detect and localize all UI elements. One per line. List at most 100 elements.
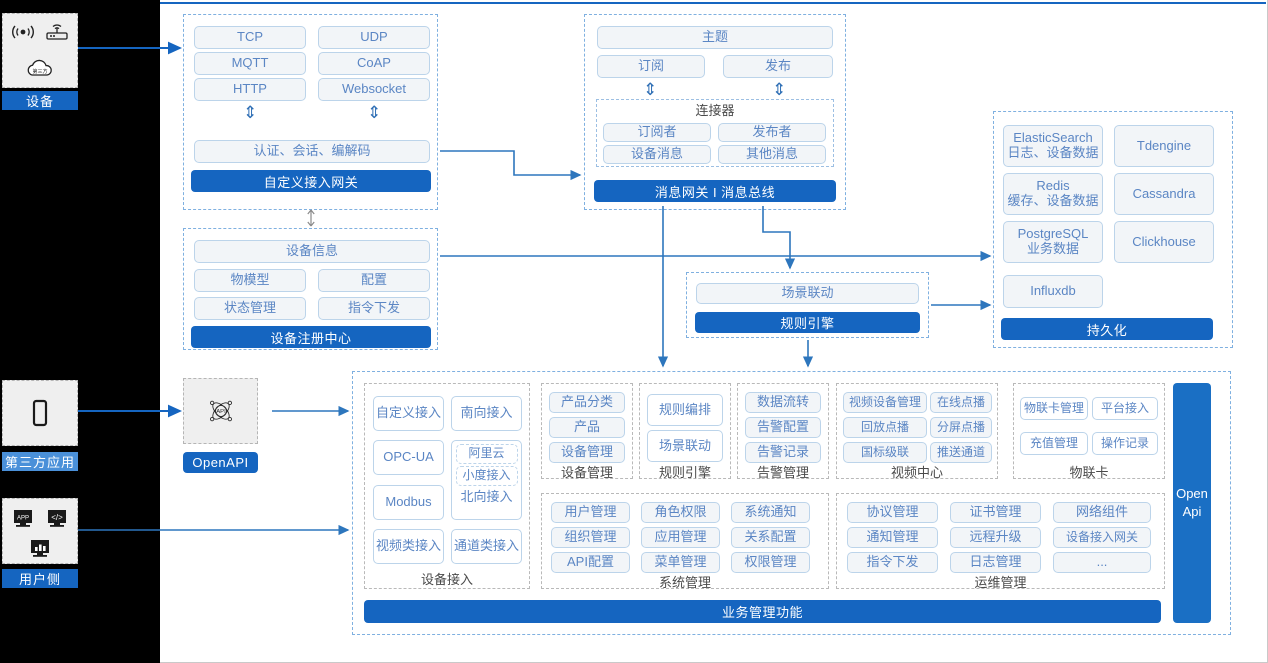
ic-platform-access[interactable]: 平台接入 [1092, 397, 1158, 420]
iot-card-caption: 物联卡 [1069, 464, 1109, 480]
dm-device-manage[interactable]: 设备管理 [549, 442, 625, 463]
ops-manage-group [836, 493, 1165, 589]
message-publish[interactable]: 发布 [723, 55, 833, 78]
dm-product[interactable]: 产品 [549, 417, 625, 438]
alarm-caption: 告警管理 [756, 464, 809, 480]
protocol-coap[interactable]: CoAP [318, 52, 430, 75]
biz-rule-engine-group [639, 383, 731, 479]
sm-api-config[interactable]: API配置 [551, 552, 630, 573]
protocol-tcp[interactable]: TCP [194, 26, 306, 49]
openapi-label: OpenAPI [183, 452, 258, 473]
connector-subscriber[interactable]: 订阅者 [603, 123, 711, 142]
om-remote-upgrade[interactable]: 远程升级 [950, 527, 1041, 548]
da-custom-access[interactable]: 自定义接入 [373, 396, 444, 431]
video-center-group [836, 383, 998, 479]
da-video-access[interactable]: 视频类接入 [373, 529, 444, 564]
al-data-flow[interactable]: 数据流转 [745, 392, 821, 413]
store-elasticsearch[interactable]: ElasticSearch 日志、设备数据 [1003, 125, 1103, 167]
da-xiaodu[interactable]: 小度接入 [455, 466, 518, 486]
sm-user-manage[interactable]: 用户管理 [551, 502, 630, 523]
protocol-websocket[interactable]: Websocket [318, 78, 430, 101]
connector-group [596, 99, 834, 167]
al-alarm-config[interactable]: 告警配置 [745, 417, 821, 438]
iot-card-group [1013, 383, 1165, 479]
connector-publisher[interactable]: 发布者 [718, 123, 826, 142]
sm-app-manage[interactable]: 应用管理 [641, 527, 720, 548]
om-protocol-manage[interactable]: 协议管理 [847, 502, 938, 523]
rail-device-icons: 第三方 [2, 13, 78, 88]
da-northbound-box: 阿里云 小度接入 北向接入 [451, 440, 522, 520]
top-accent-line [160, 2, 1266, 4]
store-redis[interactable]: Redis 缓存、设备数据 [1003, 173, 1103, 215]
registry-title: 设备注册中心 [191, 326, 431, 348]
sm-relation-config[interactable]: 关系配置 [731, 527, 810, 548]
vc-gb-cascade[interactable]: 国标级联 [843, 442, 927, 463]
gateway-updown-arrow-right: ⇕ [367, 103, 382, 122]
registry-state-manage[interactable]: 状态管理 [194, 297, 306, 320]
system-manage-caption: 系统管理 [658, 574, 711, 590]
vc-online-vod[interactable]: 在线点播 [930, 392, 992, 413]
re-rule-orchestration[interactable]: 规则编排 [647, 394, 723, 426]
da-modbus[interactable]: Modbus [373, 485, 444, 520]
api-atom-icon: API [204, 396, 238, 426]
code-monitor-icon: </> [40, 503, 74, 533]
message-subscribe[interactable]: 订阅 [597, 55, 705, 78]
store-clickhouse[interactable]: Clickhouse [1114, 221, 1214, 263]
da-channel-access[interactable]: 通道类接入 [451, 529, 522, 564]
protocol-http[interactable]: HTTP [194, 78, 306, 101]
om-command-dispatch[interactable]: 指令下发 [847, 552, 938, 573]
connector-title: 连接器 [695, 102, 735, 118]
svg-text:API: API [216, 409, 226, 415]
ic-recharge-manage[interactable]: 充值管理 [1020, 432, 1088, 455]
sm-menu-manage[interactable]: 菜单管理 [641, 552, 720, 573]
openapi-icon-box: API [183, 378, 258, 444]
store-tdengine[interactable]: Tdengine [1114, 125, 1214, 167]
re-scene-linkage[interactable]: 场景联动 [647, 430, 723, 462]
connector-device-message[interactable]: 设备消息 [603, 145, 711, 164]
vc-split-screen-vod[interactable]: 分屏点播 [930, 417, 992, 438]
device-access-group [364, 383, 530, 589]
openapi-side-strip[interactable]: Open Api [1173, 383, 1211, 623]
device-access-caption: 设备接入 [420, 571, 473, 587]
vc-push-channel[interactable]: 推送通道 [930, 442, 992, 463]
message-bus-title: 消息网关 I 消息总线 [594, 180, 836, 202]
store-influxdb[interactable]: Influxdb [1003, 275, 1103, 308]
sm-role-permission[interactable]: 角色权限 [641, 502, 720, 523]
device-manage-group [541, 383, 633, 479]
om-more[interactable]: ... [1053, 552, 1151, 573]
dm-product-category[interactable]: 产品分类 [549, 392, 625, 413]
registry-thing-model[interactable]: 物模型 [194, 269, 306, 292]
al-alarm-record[interactable]: 告警记录 [745, 442, 821, 463]
registry-config[interactable]: 配置 [318, 269, 430, 292]
gateway-codec[interactable]: 认证、会话、编解码 [194, 140, 430, 163]
om-notice-manage[interactable]: 通知管理 [847, 527, 938, 548]
protocol-udp[interactable]: UDP [318, 26, 430, 49]
store-cassandra[interactable]: Cassandra [1114, 173, 1214, 215]
bus-updown-arrow-right: ⇕ [772, 80, 787, 99]
ic-card-manage[interactable]: 物联卡管理 [1020, 397, 1088, 420]
da-southbound[interactable]: 南向接入 [451, 396, 522, 431]
om-network-component[interactable]: 网络组件 [1053, 502, 1151, 523]
ops-manage-caption: 运维管理 [974, 574, 1027, 590]
om-log-manage[interactable]: 日志管理 [950, 552, 1041, 573]
registry-command-dispatch[interactable]: 指令下发 [318, 297, 430, 320]
mobile-phone-icon [23, 398, 57, 428]
da-opc-ua[interactable]: OPC-UA [373, 440, 444, 475]
rule-engine-title: 规则引擎 [695, 312, 920, 333]
om-device-access-gateway[interactable]: 设备接入网关 [1053, 527, 1151, 548]
vc-playback-vod[interactable]: 回放点播 [843, 417, 927, 438]
rule-engine-scene[interactable]: 场景联动 [696, 283, 919, 304]
svg-text:APP: APP [17, 516, 29, 522]
sm-org-manage[interactable]: 组织管理 [551, 527, 630, 548]
store-postgresql[interactable]: PostgreSQL 业务数据 [1003, 221, 1103, 263]
om-cert-manage[interactable]: 证书管理 [950, 502, 1041, 523]
connector-other-message[interactable]: 其他消息 [718, 145, 826, 164]
vc-video-device-manage[interactable]: 视频设备管理 [843, 392, 927, 413]
ic-operation-log[interactable]: 操作记录 [1092, 432, 1158, 455]
registry-device-info[interactable]: 设备信息 [194, 240, 430, 263]
sm-permission-manage[interactable]: 权限管理 [731, 552, 810, 573]
message-topic[interactable]: 主题 [597, 26, 833, 49]
da-aliyun[interactable]: 阿里云 [455, 444, 518, 464]
sm-system-notice[interactable]: 系统通知 [731, 502, 810, 523]
protocol-mqtt[interactable]: MQTT [194, 52, 306, 75]
